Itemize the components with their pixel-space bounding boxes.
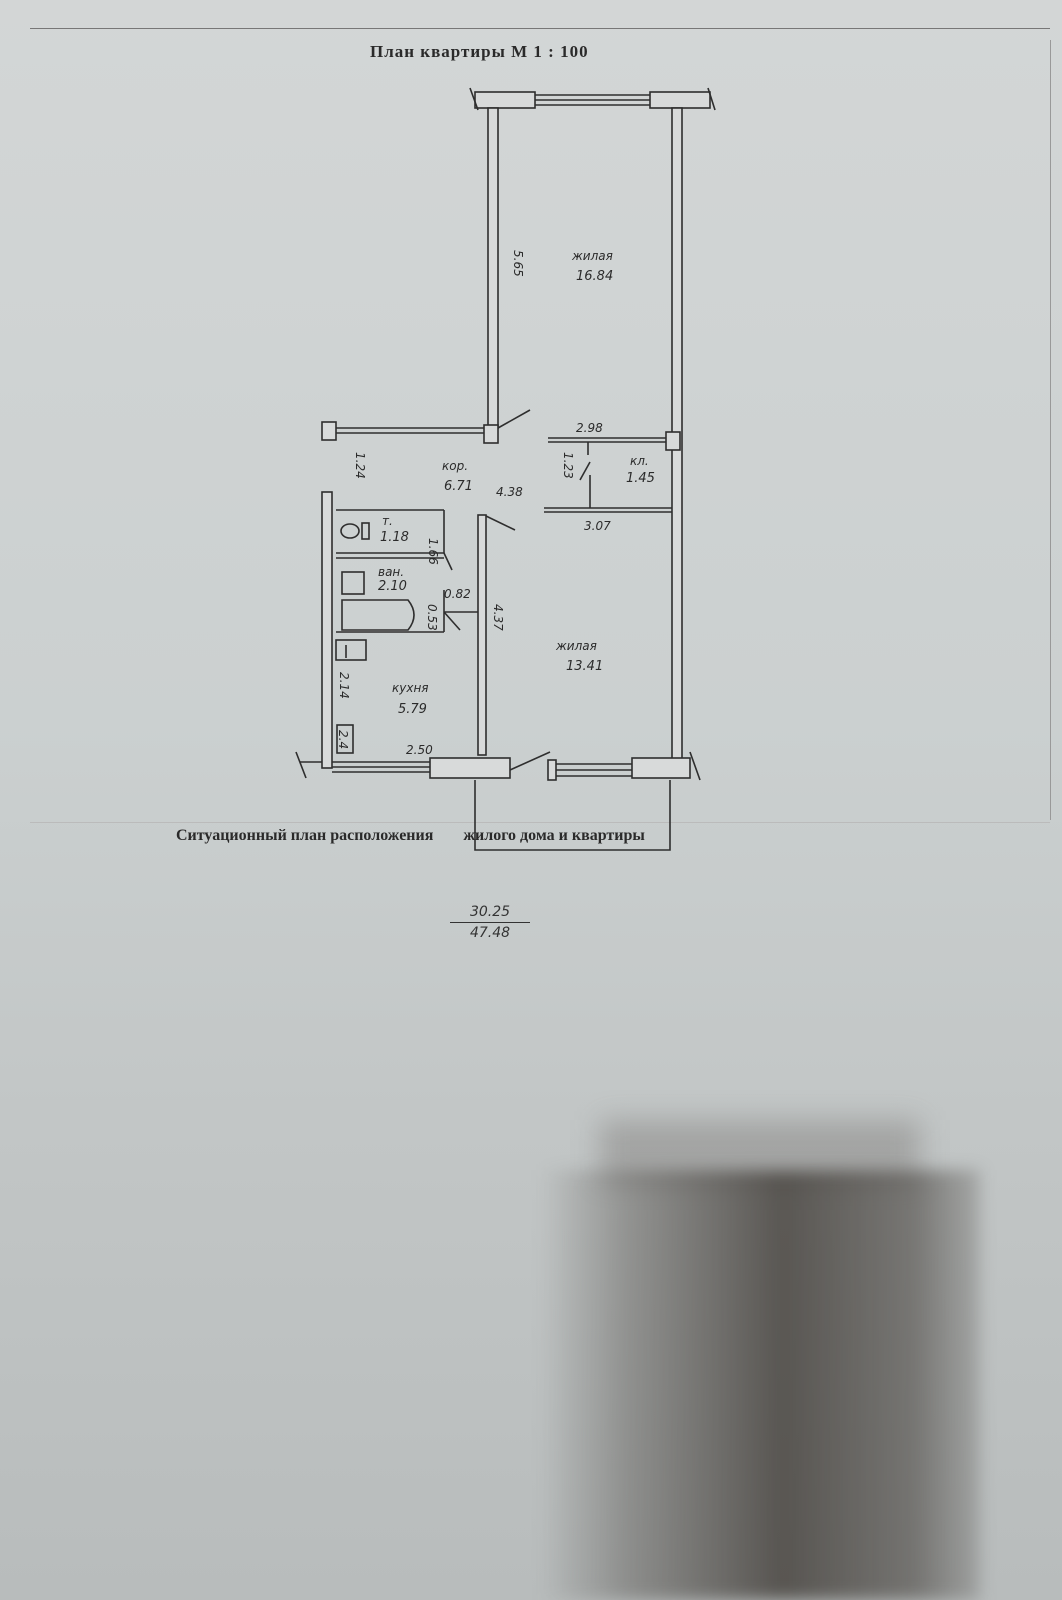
dim-bath-width: 0.53	[425, 604, 439, 631]
room-area-living-large: 16.84	[576, 269, 613, 284]
bottom-pier-center	[429, 757, 511, 779]
wall-kitchen-living	[477, 514, 487, 756]
dim-kitchen-width: 2.50	[406, 743, 433, 757]
balcony-outline	[474, 780, 671, 851]
wall-left-exterior	[321, 491, 333, 769]
room-label-bathroom: ван.	[378, 565, 404, 579]
area-totals: 30.25 47.48	[450, 904, 530, 941]
room-area-corridor: 6.71	[444, 479, 473, 494]
subtitle-part1: Ситуационный план расположения	[176, 827, 434, 844]
room-label-storage: кл.	[630, 454, 649, 468]
wall-closet-corner	[665, 431, 681, 451]
dim-closet-top: 2.98	[576, 421, 603, 435]
room-label-living-small: жилая	[555, 639, 597, 653]
kitchen-stove	[336, 724, 354, 754]
kitchen-sink	[335, 639, 367, 661]
toilet-tank	[361, 522, 370, 540]
frame-line-bottom	[30, 822, 1050, 823]
door-swing-big-room	[497, 409, 531, 429]
room-area-kitchen: 5.79	[398, 702, 427, 717]
stove-label: 2.4	[336, 730, 350, 749]
frame-line-top	[30, 28, 1050, 29]
wall-stub-left	[321, 421, 337, 441]
top-left-tick	[469, 87, 479, 111]
total-area: 47.48	[469, 925, 511, 941]
dim-big-room-length: 5.65	[511, 250, 525, 277]
room-label-toilet: т.	[382, 514, 393, 528]
subtitle-part2: жилого дома и квартиры	[463, 827, 645, 844]
page-title: План квартиры М 1 : 100	[370, 42, 589, 61]
room-label-living-large: жилая	[571, 249, 613, 263]
dim-closet-bottom: 3.07	[584, 519, 611, 533]
dim-closet-side: 1.23	[561, 452, 575, 479]
wall-big-room-left	[487, 107, 499, 429]
dim-bath-door: 0.82	[444, 587, 471, 601]
top-wall-left-pier	[474, 91, 536, 109]
bath-sink	[341, 571, 365, 595]
dim-corridor-width: 1.24	[353, 452, 367, 479]
bottom-right-tick	[689, 751, 701, 781]
bath-door-swing	[443, 611, 461, 631]
top-right-tick	[707, 87, 716, 111]
room-area-toilet: 1.18	[380, 530, 409, 545]
bottom-balcony-jamb	[547, 759, 557, 781]
dim-toilet-depth: 1.66	[426, 538, 440, 565]
dim-kitchen-side: 2.14	[337, 672, 351, 699]
room-area-living-small: 13.41	[566, 659, 603, 674]
dim-small-room-length: 4.37	[491, 604, 505, 631]
room-area-bathroom: 2.10	[378, 579, 407, 594]
door-swing-small-room	[485, 515, 516, 531]
frame-line-right	[1050, 40, 1051, 820]
photo-shadow	[540, 1170, 980, 1600]
living-area-total: 30.25	[469, 904, 511, 920]
balcony-door-swing	[509, 751, 551, 771]
room-label-kitchen: кухня	[392, 681, 429, 695]
room-area-storage: 1.45	[626, 471, 655, 486]
bathtub	[341, 599, 415, 631]
bottom-left-tick	[295, 751, 307, 779]
wall-stub-corridor	[483, 424, 499, 444]
page-subtitle: Ситуационный план расположения жилого дом…	[176, 827, 645, 845]
closet-door-swing	[579, 461, 591, 481]
dim-corridor-length: 4.38	[496, 485, 523, 499]
toilet-door-swing	[443, 552, 453, 571]
bottom-pier-right	[631, 757, 691, 779]
top-wall-right-pier	[649, 91, 711, 109]
fraction-line	[450, 922, 530, 923]
room-label-corridor: кор.	[442, 459, 468, 473]
toilet-bowl	[340, 523, 360, 539]
